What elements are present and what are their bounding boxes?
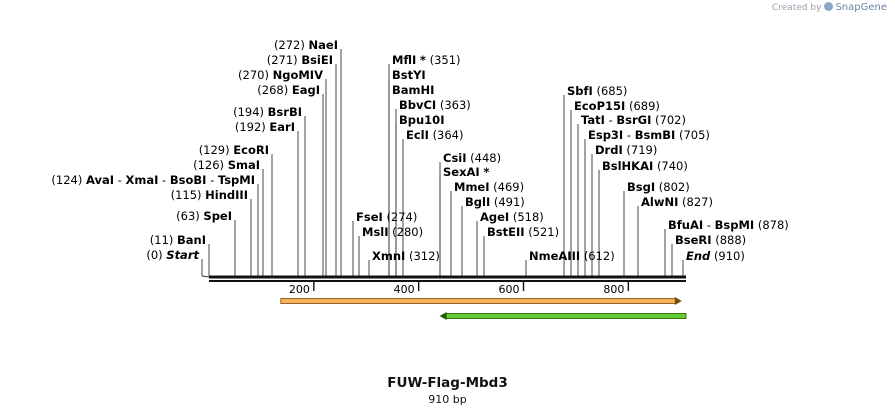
restriction-site-label[interactable]: (11) BanI — [150, 233, 206, 247]
restriction-site-label[interactable]: (63) SpeI — [176, 209, 232, 223]
brand-text: SnapGene — [835, 2, 887, 13]
snapgene-logo-icon — [824, 2, 834, 11]
restriction-site-label[interactable]: BfuAI - BspMI (878) — [668, 218, 789, 232]
restriction-site-label[interactable]: (129) EcoRI — [199, 143, 269, 157]
restriction-site-label[interactable]: EclI (364) — [406, 128, 464, 142]
restriction-site-label[interactable]: SexAI * — [443, 165, 489, 179]
restriction-site-label[interactable]: AgeI (518) — [480, 210, 544, 224]
restriction-site-label[interactable]: FseI (274) — [356, 210, 417, 224]
restriction-site-label[interactable]: EcoP15I (689) — [574, 99, 660, 113]
restriction-site-label[interactable]: MflI * (351) — [392, 53, 461, 67]
restriction-site-label[interactable]: DrdI (719) — [595, 143, 657, 157]
restriction-site-label[interactable]: End (910) — [686, 249, 745, 263]
restriction-site-label[interactable]: (115) HindIII — [171, 188, 248, 202]
restriction-site-label[interactable]: (192) EarI — [235, 120, 295, 134]
restriction-site-label[interactable]: (270) NgoMIV — [238, 68, 323, 82]
restriction-site-label[interactable]: (0) Start — [146, 248, 199, 262]
restriction-site-label[interactable]: MmeI (469) — [454, 180, 524, 194]
restriction-site-label[interactable]: (272) NaeI — [274, 38, 338, 52]
restriction-site-label[interactable]: (271) BsiEI — [267, 53, 333, 67]
created-by-text: Created by — [771, 3, 822, 13]
axis-tick-label: 400 — [394, 283, 415, 296]
orange-arrow[interactable] — [280, 297, 682, 305]
restriction-site-label[interactable]: NmeAIII (612) — [529, 249, 615, 263]
watermark: Created by SnapGene — [772, 2, 887, 13]
sequence-baseline — [209, 275, 686, 279]
green-arrow[interactable] — [439, 312, 687, 320]
restriction-site-label[interactable]: (268) EagI — [257, 83, 320, 97]
restriction-site-label[interactable]: SbfI (685) — [567, 84, 627, 98]
site-leader-tail — [201, 275, 210, 278]
restriction-site-label[interactable]: AlwNI (827) — [641, 195, 713, 209]
restriction-site-label[interactable]: BseRI (888) — [675, 233, 746, 247]
restriction-site-label[interactable]: (126) SmaI — [193, 158, 260, 172]
axis-tick-label: 200 — [289, 283, 310, 296]
restriction-site-label[interactable]: BsgI (802) — [627, 180, 690, 194]
map-length: 910 bp — [428, 393, 467, 406]
axis-tick-label: 800 — [603, 283, 624, 296]
restriction-site-label[interactable]: BslHKAI (740) — [602, 159, 688, 173]
restriction-site-label[interactable]: BstYI — [392, 68, 426, 82]
restriction-site-label[interactable]: (194) BsrBI — [233, 105, 302, 119]
restriction-site-label[interactable]: Bpu10I — [399, 113, 444, 127]
axis-tick-label: 600 — [499, 283, 520, 296]
restriction-site-label[interactable]: (124) AvaI - XmaI - BsoBI - TspMI — [51, 173, 255, 187]
restriction-site-label[interactable]: BamHI — [392, 83, 434, 97]
map-title: FUW-Flag-Mbd3 — [387, 375, 508, 391]
restriction-site-label[interactable]: Esp3I - BsmBI (705) — [588, 128, 710, 142]
restriction-site-label[interactable]: CsiI (448) — [443, 151, 501, 165]
restriction-site-label[interactable]: XmnI (312) — [372, 249, 440, 263]
restriction-site-label[interactable]: TatI - BsrGI (702) — [581, 113, 686, 127]
restriction-site-label[interactable]: BstEII (521) — [487, 225, 559, 239]
sequence-baseline-lower — [209, 280, 686, 282]
restriction-site-label[interactable]: BbvCI (363) — [399, 98, 471, 112]
restriction-site-label[interactable]: MslI (280) — [362, 225, 423, 239]
restriction-site-label[interactable]: BglI (491) — [465, 195, 525, 209]
sequence-map: 200 400 600 800 (272) NaeI(271) BsiEI(270) N… — [51, 38, 789, 320]
